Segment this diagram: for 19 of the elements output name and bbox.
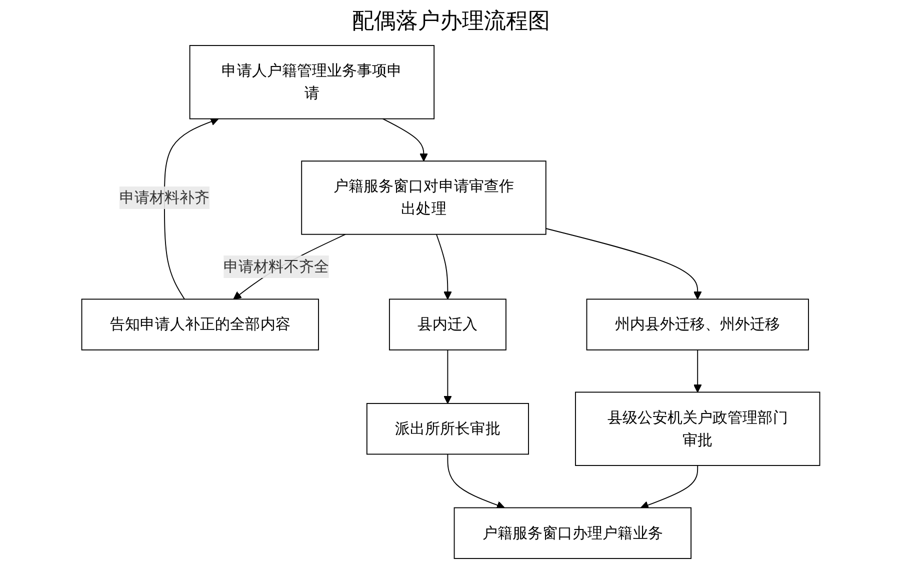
edge-label: 申请材料不齐全: [224, 257, 330, 276]
diagram-title: 配偶落户办理流程图: [351, 8, 551, 36]
arrow: [447, 454, 506, 510]
arrow: [436, 234, 452, 300]
node-box: 县内迁入: [389, 298, 507, 350]
node-box: 申请人户籍管理业务事项申请: [190, 45, 435, 120]
arrow: [694, 349, 702, 393]
edge-label: 申请材料补齐: [120, 188, 210, 206]
arrow: [546, 228, 702, 300]
node-box: 户籍服务窗口办理户籍业务: [454, 507, 692, 559]
arrow: [164, 118, 220, 300]
node-box: 州内县外迁移、州外迁移: [586, 298, 810, 350]
node-box: 县级公安机关户政管理部门审批: [575, 392, 820, 466]
node-box: 告知申请人补正的全部内容: [82, 298, 320, 350]
arrow: [640, 465, 698, 510]
node-box: 户籍服务窗口对申请审查作出处理: [301, 160, 547, 235]
node-box: 派出所所长审批: [366, 403, 530, 455]
arrow: [382, 118, 428, 162]
arrow: [444, 349, 452, 404]
